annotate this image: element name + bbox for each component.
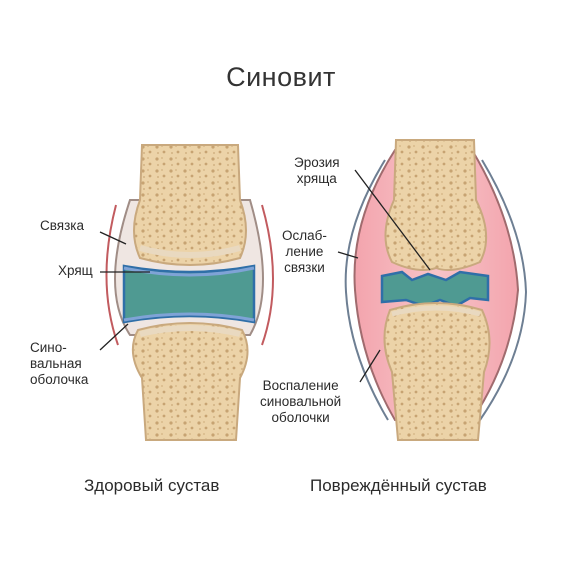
damaged-cartilage — [380, 270, 490, 308]
page-title: Синовит — [226, 62, 336, 92]
leader-ligament — [99, 231, 127, 245]
label-cartilage-erosion: Эрозия хряща — [294, 155, 340, 186]
healthy-lower-bone — [131, 322, 249, 441]
healthy-upper-bone — [133, 144, 247, 266]
label-synovial-inflammation: Воспаление синовальной оболочки — [260, 378, 342, 425]
damaged-upper-bone — [384, 139, 488, 271]
label-ligament-weakening: Ослаб- ление связки — [282, 228, 327, 275]
leader-erosion — [354, 169, 431, 271]
leader-weakening — [337, 251, 359, 259]
healthy-cartilage — [122, 264, 256, 324]
damaged-joint — [344, 139, 528, 441]
label-ligament: Связка — [40, 218, 84, 233]
label-cartilage: Хрящ — [58, 263, 93, 278]
leader-lines — [99, 169, 431, 383]
label-synovial-membrane: Сино- вальная оболочка — [30, 340, 89, 387]
damaged-lower-bone — [383, 302, 491, 441]
leader-inflammation — [359, 349, 381, 383]
caption-damaged-joint: Повреждённый сустав — [310, 476, 487, 495]
healthy-joint — [105, 144, 274, 441]
caption-healthy-joint: Здоровый сустав — [84, 476, 220, 495]
leader-synovial — [99, 323, 129, 351]
